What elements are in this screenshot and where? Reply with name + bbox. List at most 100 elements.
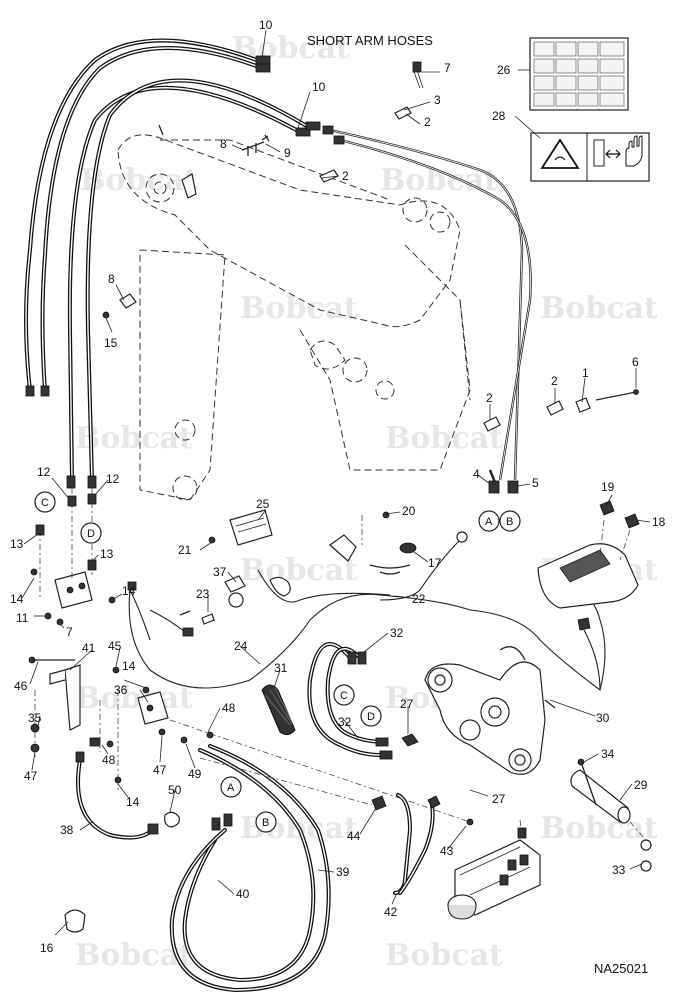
callout-label: 22	[412, 592, 426, 606]
watermark-text: Bobcat	[75, 681, 193, 716]
callout-label: 40	[236, 887, 250, 901]
connector-letter-b: B	[506, 516, 513, 528]
callout-label: 28	[492, 109, 506, 123]
callout-label: 33	[612, 863, 626, 877]
callout-labels: 10 10 7 3 2 26 28 8 9 2 8 15 6 1 2 2 4 5…	[10, 18, 666, 955]
callout-label: 31	[274, 661, 288, 675]
callout-label: 39	[336, 865, 350, 879]
callout-label: 36	[114, 683, 128, 697]
watermark-text: Bobcat	[540, 811, 658, 846]
callout-label: 32	[338, 715, 352, 729]
callout-label: 32	[390, 626, 404, 640]
callout-label: 13	[10, 537, 24, 551]
callout-label: 21	[178, 543, 192, 557]
callout-label: 14	[126, 795, 140, 809]
arm-outline	[117, 134, 471, 501]
watermark-text: Bobcat	[75, 421, 193, 456]
connector-letter-b: B	[262, 817, 269, 829]
misc-fittings	[208, 511, 417, 575]
connector-letter-d: D	[367, 711, 375, 723]
quick-coupler-30	[424, 646, 556, 775]
callout-label: 42	[384, 905, 398, 919]
callout-label: 45	[108, 639, 122, 653]
callout-label: 14	[122, 584, 136, 598]
callout-label: 2	[342, 169, 349, 183]
callout-label: 29	[634, 778, 648, 792]
watermark-text: Bobcat	[80, 163, 198, 198]
callout-label: 20	[402, 504, 416, 518]
callout-label: 10	[312, 80, 326, 94]
watermark-text: Bobcat	[385, 421, 503, 456]
connector-letter-a: A	[485, 516, 493, 528]
connector-markers: C D A B C D A B	[34, 491, 521, 833]
decal-28	[530, 132, 650, 182]
watermark-text: Bobcat	[240, 291, 358, 326]
callout-label: 43	[440, 844, 454, 858]
callout-label: 4	[473, 467, 480, 481]
watermark-text: Bobcat	[240, 553, 358, 588]
callout-label: 37	[213, 565, 227, 579]
callout-label: 5	[532, 476, 539, 490]
decal-26	[529, 37, 629, 111]
callout-label: 8	[220, 137, 227, 151]
callout-label: 48	[222, 701, 236, 715]
callout-label: 10	[259, 18, 273, 32]
callout-label: 23	[196, 587, 210, 601]
callout-label: 1	[582, 366, 589, 380]
callout-label: 26	[497, 63, 511, 77]
callout-label: 12	[37, 465, 51, 479]
callout-label: 27	[400, 697, 414, 711]
callout-label: 46	[14, 679, 28, 693]
connector-letter-c: C	[340, 690, 348, 702]
watermark-text: Bobcat	[540, 291, 658, 326]
callout-label: 47	[153, 763, 167, 777]
callout-label: 2	[551, 374, 558, 388]
callout-label: 12	[106, 472, 120, 486]
callout-label: 2	[424, 115, 431, 129]
diagram-heading: SHORT ARM HOSES	[307, 33, 433, 48]
watermark-text: Bobcat	[385, 938, 503, 973]
callout-label: 13	[100, 547, 114, 561]
callout-label: 11	[16, 611, 29, 625]
right-bracket-41	[28, 656, 214, 933]
callout-label: 50	[168, 783, 182, 797]
callout-label: 34	[601, 747, 615, 761]
wire-harness	[127, 509, 606, 691]
callout-label: 25	[256, 497, 270, 511]
callout-label: 44	[347, 829, 361, 843]
callout-label: 47	[24, 769, 38, 783]
hose-32-set	[307, 642, 419, 760]
callout-label: 27	[492, 792, 506, 806]
braided-hose-31	[261, 684, 296, 736]
valve-block	[447, 818, 541, 920]
callout-label: 14	[122, 659, 136, 673]
connector-letter-d: D	[87, 528, 95, 540]
callout-label: 38	[60, 823, 74, 837]
callout-label: 2	[486, 391, 493, 405]
callout-label: 35	[28, 711, 42, 725]
callout-label: 7	[444, 61, 451, 75]
leader-lines	[21, 29, 651, 936]
control-console	[537, 500, 640, 691]
short-arm-hose-set	[24, 38, 321, 489]
callout-label: 8	[108, 272, 115, 286]
callout-label: 9	[284, 146, 291, 160]
connector-letter-c: C	[41, 497, 49, 509]
callout-label: 15	[104, 336, 118, 350]
callout-label: 30	[596, 711, 610, 725]
connector-letter-a: A	[227, 782, 235, 794]
pin-29	[570, 758, 652, 872]
callout-label: 16	[40, 941, 54, 955]
watermark-text: Bobcat	[380, 163, 498, 198]
figure-code: NA25021	[594, 961, 648, 976]
callout-label: 14	[10, 592, 24, 606]
callout-label: 18	[652, 515, 666, 529]
callout-label: 48	[102, 753, 116, 767]
clamp-hardware	[102, 61, 639, 432]
callout-label: 24	[234, 639, 248, 653]
callout-label: 3	[434, 93, 441, 107]
callout-label: 41	[82, 641, 96, 655]
callout-label: 7	[66, 625, 73, 639]
callout-label: 19	[601, 480, 615, 494]
